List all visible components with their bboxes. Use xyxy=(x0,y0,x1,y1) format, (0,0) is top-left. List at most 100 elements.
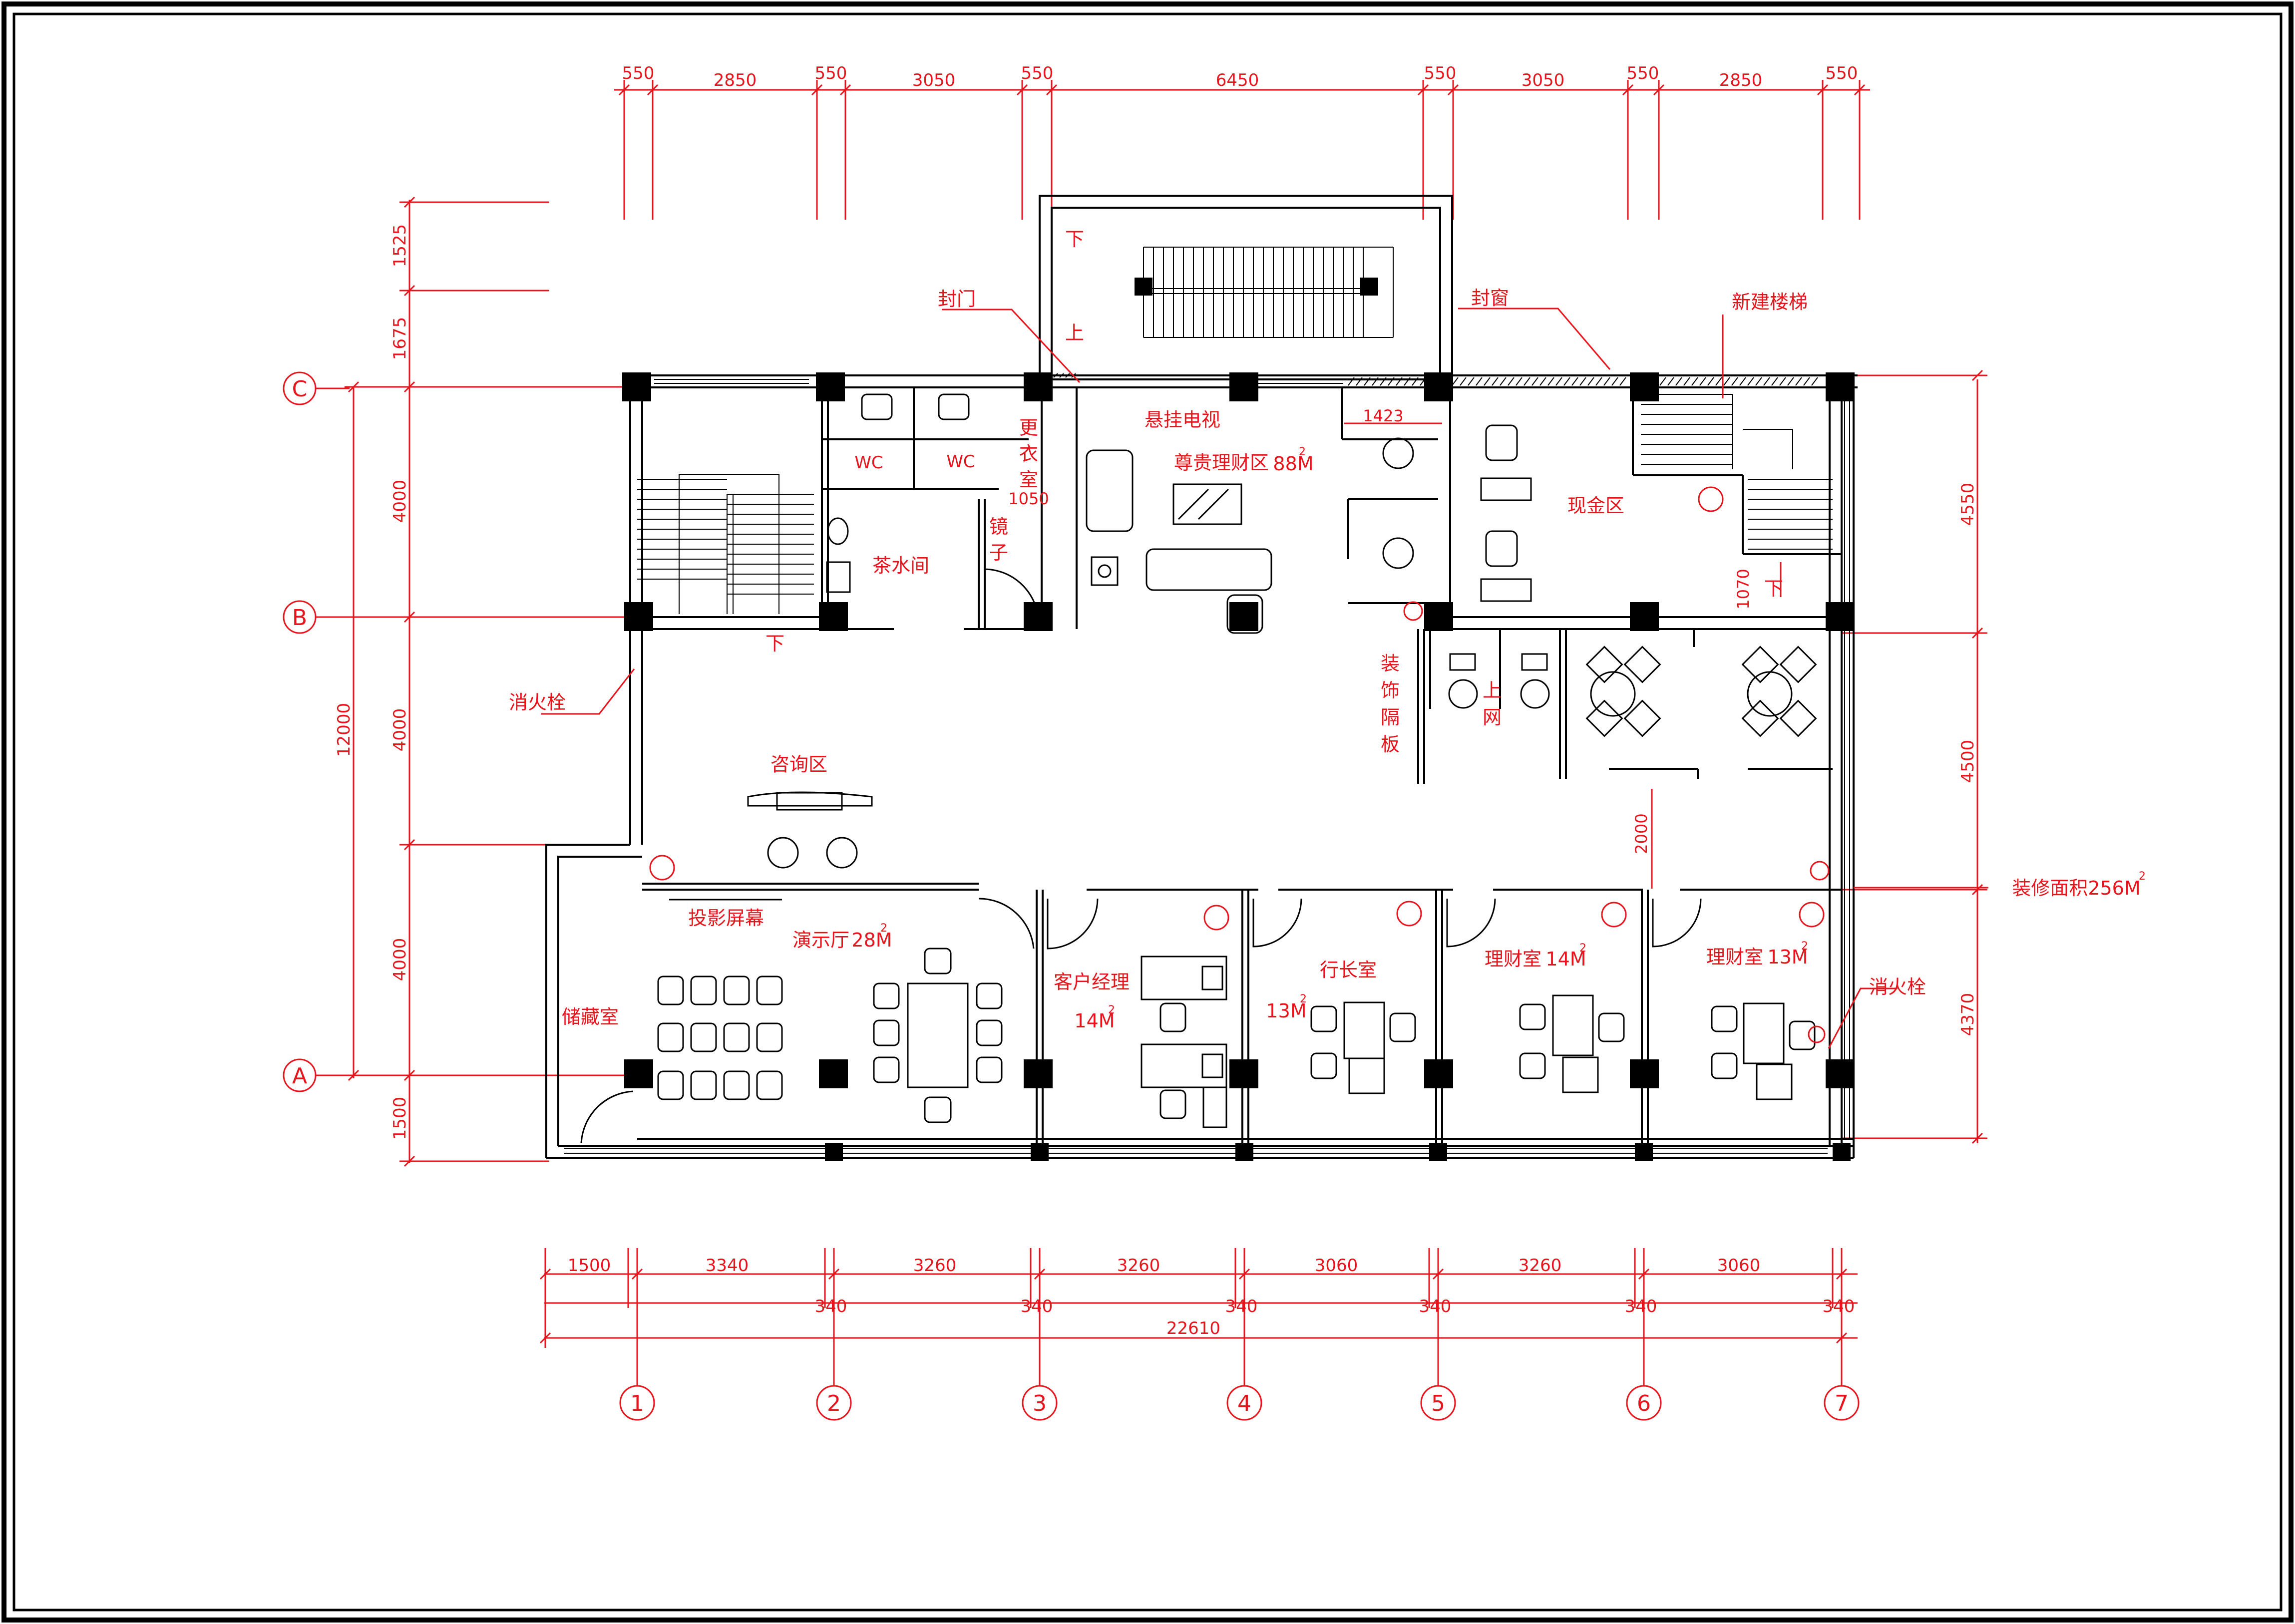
dim-left-total: 12000 xyxy=(334,703,354,757)
dim-bottom-3340: 3340 xyxy=(706,1256,749,1276)
label-finance2-name: 理财室 xyxy=(1706,946,1763,968)
dim-bottom-340-6: 340 xyxy=(1823,1297,1855,1316)
structural-columns xyxy=(622,278,1855,1161)
axis-2: 2 xyxy=(827,1391,841,1416)
axis-number-labels: 1 2 3 4 5 6 7 xyxy=(630,1391,1849,1416)
axis-1: 1 xyxy=(630,1391,644,1416)
dim-bottom-3060-a: 3060 xyxy=(1315,1256,1358,1276)
axis-number-bubbles xyxy=(619,1385,1860,1421)
bottom-dimension-ticks xyxy=(539,1268,1848,1344)
dim-bottom-3260-c: 3260 xyxy=(1519,1256,1562,1276)
axis-c: C xyxy=(292,376,308,402)
callout-leaders xyxy=(541,308,1988,1049)
dim-top-1: 550 xyxy=(622,63,655,83)
windows xyxy=(564,379,1850,1154)
label-finance2-area: 13M xyxy=(1767,946,1808,968)
dim-top-11: 550 xyxy=(1826,63,1858,83)
axis-3: 3 xyxy=(1033,1391,1047,1416)
dim-2000: 2000 xyxy=(1632,813,1651,854)
bottom-dimension-chain xyxy=(544,1248,1858,1348)
axis-4: 4 xyxy=(1237,1391,1251,1416)
axis-letter-lines xyxy=(316,387,629,1076)
dim-bottom-3260-a: 3260 xyxy=(913,1256,957,1276)
label-wc-2: WC xyxy=(946,452,975,472)
axis-letter-bubbles xyxy=(283,371,317,1092)
axis-6: 6 xyxy=(1637,1391,1651,1416)
label-seal-door: 封门 xyxy=(938,288,976,310)
label-president-name: 行长室 xyxy=(1320,959,1377,981)
top-dimension-ticks xyxy=(618,84,1866,96)
left-dimension-chain xyxy=(345,200,624,1163)
label-hydrant-left: 消火栓 xyxy=(509,691,566,713)
label-new-stair: 新建楼梯 xyxy=(1732,291,1808,313)
dim-left-1525: 1525 xyxy=(390,224,410,268)
dim-bottom-340-2: 340 xyxy=(1021,1297,1053,1316)
right-dimension-chain xyxy=(1843,374,1987,1143)
top-stair-treads xyxy=(1143,247,1394,338)
inner-dimension-labels: 1423 1050 1070 2000 xyxy=(1008,406,1753,854)
top-dimension-chain xyxy=(614,80,1870,220)
dim-top-5: 550 xyxy=(1021,63,1054,83)
label-deco-sup: 2 xyxy=(2139,870,2146,883)
dim-top-8: 3050 xyxy=(1522,70,1565,90)
stair-up-top: 上 xyxy=(1065,322,1084,344)
label-cash: 现金区 xyxy=(1567,495,1624,517)
dim-top-4: 3050 xyxy=(912,70,956,90)
dim-top-3: 550 xyxy=(815,63,847,83)
label-partition-2: 饰 xyxy=(1381,679,1400,701)
dim-1050: 1050 xyxy=(1008,489,1049,508)
stair-down-top: 下 xyxy=(1065,228,1084,250)
dim-right-4500: 4500 xyxy=(1958,740,1978,783)
label-manager-name: 客户经理 xyxy=(1054,971,1130,993)
label-president-sup: 2 xyxy=(1300,993,1307,1005)
axis-number-lines xyxy=(636,1308,1843,1386)
top-dimension-labels: 550 2850 550 3050 550 6450 550 3050 550 … xyxy=(622,63,1858,90)
label-partition-1: 装 xyxy=(1381,652,1400,674)
label-finance2-sup: 2 xyxy=(1801,940,1808,953)
label-consult: 咨询区 xyxy=(770,753,827,775)
label-vip-sup: 2 xyxy=(1299,446,1306,458)
label-vip-name: 尊贵理财区 xyxy=(1174,452,1269,474)
dim-bottom-340-1: 340 xyxy=(815,1297,847,1316)
label-tv: 悬挂电视 xyxy=(1145,409,1220,431)
dim-right-4550: 4550 xyxy=(1958,483,1978,526)
label-internet-1: 上 xyxy=(1483,679,1502,701)
label-vip-area: 88M xyxy=(1273,453,1313,475)
label-partition-4: 板 xyxy=(1381,733,1400,755)
label-demo-sup: 2 xyxy=(880,922,887,935)
label-mirror-2: 子 xyxy=(989,542,1008,564)
inner-frame xyxy=(12,12,2283,1612)
axis-letter-labels: C B A xyxy=(292,376,308,1089)
label-finance1-area: 14M xyxy=(1545,948,1586,970)
dim-left-4000-c: 4000 xyxy=(390,938,410,981)
label-partition-3: 隔 xyxy=(1381,706,1400,728)
dim-1423: 1423 xyxy=(1363,406,1403,425)
label-internet-2: 网 xyxy=(1483,706,1502,728)
bottom-dimension-labels: 1500 3340 3260 3260 3060 3260 3060 340 3… xyxy=(568,1256,1855,1338)
label-changing-1: 更 xyxy=(1019,417,1038,439)
dim-top-7: 550 xyxy=(1424,63,1457,83)
dim-bottom-340-4: 340 xyxy=(1419,1297,1452,1316)
dim-left-4000-b: 4000 xyxy=(390,708,410,752)
label-projector: 投影屏幕 xyxy=(688,907,764,929)
label-finance1-name: 理财室 xyxy=(1485,948,1541,970)
dim-bottom-340-3: 340 xyxy=(1225,1297,1258,1316)
dim-left-1500: 1500 xyxy=(390,1097,410,1140)
dim-right-4370: 4370 xyxy=(1958,993,1978,1036)
right-dimension-ticks xyxy=(1971,369,1983,1144)
dim-top-2: 2850 xyxy=(714,70,757,90)
left-dimension-labels: 1525 1675 4000 4000 4000 1500 12000 xyxy=(334,224,410,1140)
label-manager-area: 14M xyxy=(1074,1010,1115,1032)
dim-top-10: 2850 xyxy=(1719,70,1763,90)
axis-7: 7 xyxy=(1835,1391,1849,1416)
label-president-area: 13M xyxy=(1266,1000,1306,1022)
dim-top-6: 6450 xyxy=(1216,70,1259,90)
label-hydrant-right: 消火栓 xyxy=(1869,976,1926,998)
label-deco-area: 装修面积256M xyxy=(2012,877,2140,899)
label-changing-3: 室 xyxy=(1019,469,1038,491)
axis-a: A xyxy=(292,1063,307,1089)
label-seal-window: 封窗 xyxy=(1471,287,1509,309)
sealed-wall-hatch xyxy=(1053,373,1818,386)
dim-1070: 1070 xyxy=(1734,569,1753,609)
